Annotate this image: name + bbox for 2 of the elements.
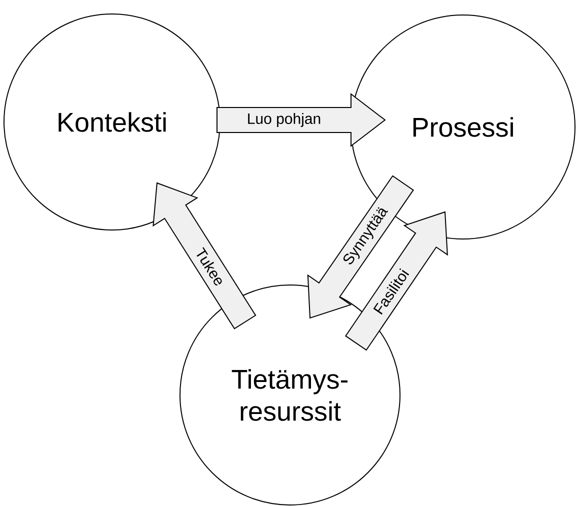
edge-label: Luo pohjan — [246, 112, 322, 128]
block-arrow — [152, 182, 256, 330]
